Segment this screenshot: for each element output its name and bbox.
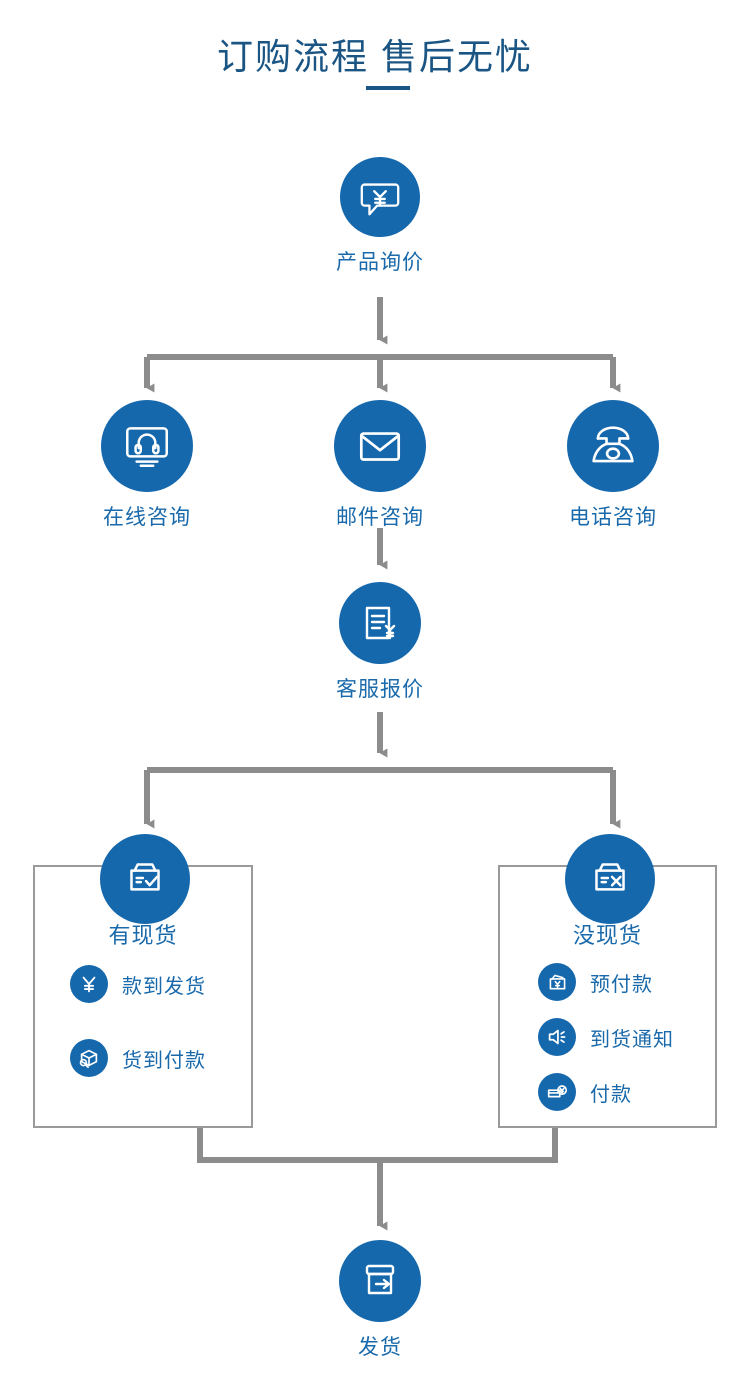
node-label: 客服报价: [336, 678, 424, 701]
invoice-yen-icon: [339, 582, 421, 664]
speech-bubble-yen-icon: [340, 157, 420, 237]
node-shipment[interactable]: 发货: [305, 1240, 455, 1361]
node-service-quote[interactable]: 客服报价: [305, 582, 455, 703]
speaker-icon: [538, 1018, 576, 1056]
node-email-consult[interactable]: 邮件咨询: [310, 400, 450, 531]
wallet-yen-icon: [538, 963, 576, 1001]
in-stock-items: 款到发货 货到付款: [70, 965, 206, 1091]
node-product-inquiry[interactable]: 产品询价: [305, 157, 455, 276]
list-item[interactable]: 款到发货: [70, 965, 206, 1003]
page-title-text: 订购流程 售后无忧: [216, 36, 533, 77]
box-cross-icon: [565, 834, 655, 924]
node-label: 产品询价: [336, 251, 424, 274]
envelope-icon: [334, 400, 426, 492]
node-label: 电话咨询: [569, 506, 657, 529]
list-item-label: 货到付款: [122, 1049, 206, 1072]
box-check-icon: [100, 834, 190, 924]
node-label: 在线咨询: [103, 506, 191, 529]
box-title-out-of-stock: 没现货: [572, 923, 642, 948]
list-item[interactable]: 货到付款: [70, 1039, 206, 1077]
list-item-label: 到货通知: [590, 1028, 674, 1051]
monitor-headset-icon: [101, 400, 193, 492]
telephone-icon: [567, 400, 659, 492]
node-label: 邮件咨询: [336, 506, 424, 529]
node-out-of-stock[interactable]: [563, 834, 657, 924]
node-phone-consult[interactable]: 电话咨询: [543, 400, 683, 531]
node-label: 发货: [358, 1336, 402, 1359]
list-item-label: 预付款: [590, 973, 653, 996]
in-stock-box: [33, 865, 253, 1128]
node-in-stock[interactable]: [98, 834, 192, 924]
page-title: 订购流程 售后无忧: [0, 34, 750, 79]
list-item[interactable]: 预付款: [538, 963, 674, 1001]
list-item-label: 款到发货: [122, 975, 206, 998]
yen-icon: [70, 965, 108, 1003]
parcel-search-icon: [70, 1039, 108, 1077]
box-arrow-icon: [339, 1240, 421, 1322]
box-title-in-stock: 有现货: [108, 923, 178, 948]
list-item-label: 付款: [590, 1083, 632, 1106]
card-yen-icon: [538, 1073, 576, 1111]
list-item[interactable]: 付款: [538, 1073, 674, 1111]
title-underline: [366, 86, 410, 90]
node-online-consult[interactable]: 在线咨询: [77, 400, 217, 531]
out-of-stock-items: 预付款 到货通知 付款: [538, 963, 674, 1125]
list-item[interactable]: 到货通知: [538, 1018, 674, 1056]
